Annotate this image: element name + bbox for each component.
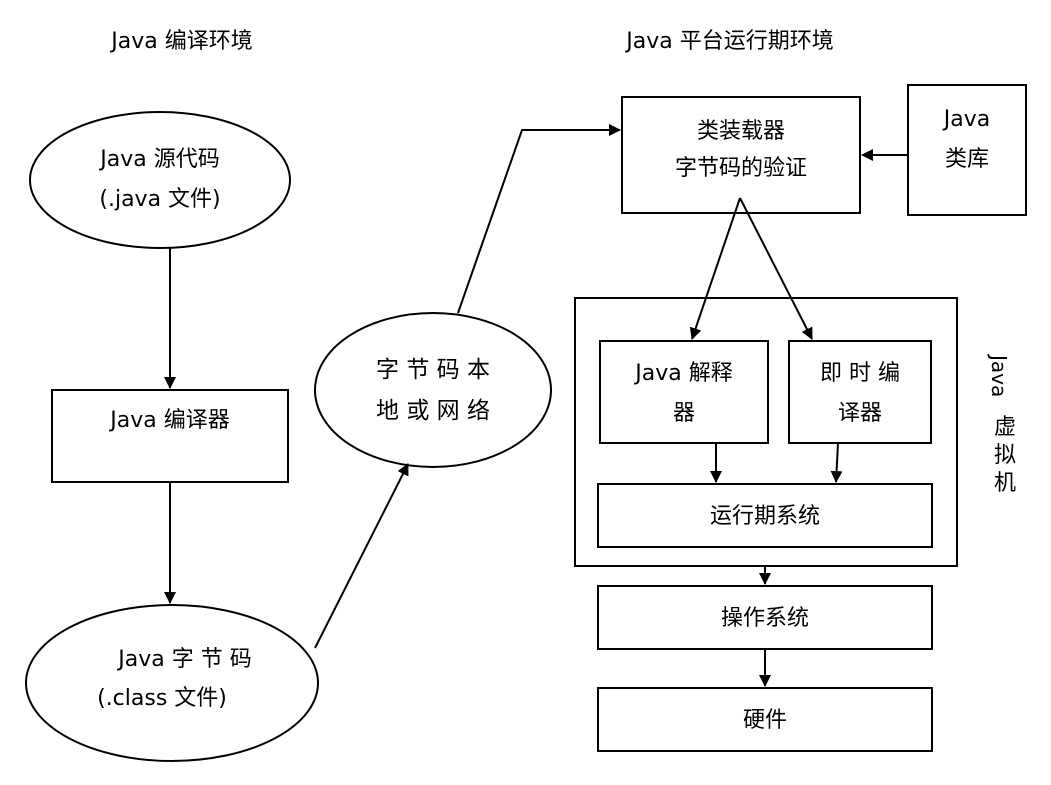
bytecode-verify-label: 字节码的验证 (675, 156, 807, 181)
hardware-box (597, 687, 933, 752)
local-or-network-node: 字 节 码 本 地 或 网 络 (314, 312, 552, 468)
compiler-label: Java 编译器 (108, 408, 229, 433)
class-loader-label: 类装载器 (697, 119, 785, 144)
interpreter-box (599, 340, 769, 444)
jit-node: 即 时 编 译器 (788, 340, 932, 444)
loader-to-jit-arrow (739, 197, 813, 340)
runtime-system-label: 运行期系统 (710, 504, 820, 529)
class-loader-node: 类装载器 字节码的验证 (621, 96, 861, 214)
loader-to-interpreter-arrow (689, 197, 741, 340)
runtime-system-box (597, 483, 933, 548)
jvm-label-char-1: 虚 (994, 415, 1016, 440)
os-box (597, 585, 933, 650)
class-library-node: Java 类库 (907, 84, 1027, 216)
runtime-system-node: 运行期系统 (597, 483, 933, 548)
jvm-label-char-3: 机 (994, 471, 1016, 496)
jvm-label-java: Java (987, 353, 1011, 397)
compiler-node: Java 编译器 (51, 389, 289, 483)
os-node: 操作系统 (597, 585, 933, 650)
jvm-vertical-label: Java 虚 拟 机 (987, 353, 1016, 496)
source-code-filetype: (.java 文件) (99, 187, 220, 212)
class-library-box (907, 84, 1027, 216)
bytecode-label: Java 字 节 码 (116, 647, 251, 672)
local-or-network-line2: 地 或 网 络 (376, 398, 490, 424)
jit-to-runtime-arrow (830, 442, 843, 483)
interpreter-label-cont: 器 (673, 401, 695, 426)
jit-box (788, 340, 932, 444)
bytecode-node: Java 字 节 码 (.class 文件) (25, 604, 319, 762)
class-loader-box (621, 96, 861, 214)
os-label: 操作系统 (721, 606, 809, 631)
source-code-label: Java 源代码 (98, 147, 219, 172)
jit-label: 即 时 编 (820, 361, 900, 386)
local-network-to-loader-arrow (457, 124, 621, 314)
local-or-network-ellipse (314, 312, 552, 468)
compiler-box (51, 389, 289, 483)
source-code-node: Java 源代码 (.java 文件) (29, 111, 291, 249)
bytecode-to-local-network-arrow (314, 463, 409, 649)
local-or-network-line1: 字 节 码 本 (376, 357, 490, 383)
bytecode-ellipse (25, 604, 319, 762)
hardware-label: 硬件 (743, 708, 787, 733)
jvm-label-char-2: 拟 (994, 443, 1016, 468)
source-code-ellipse (29, 111, 291, 249)
bytecode-filetype: (.class 文件) (97, 686, 227, 711)
class-library-java: Java (942, 107, 990, 132)
runtime-env-header: Java 平台运行期环境 (624, 29, 833, 54)
class-library-label: 类库 (945, 147, 989, 172)
jit-label-cont: 译器 (838, 401, 882, 426)
interpreter-node: Java 解释 器 (599, 340, 769, 444)
compile-env-header: Java 编译环境 (109, 29, 252, 54)
interpreter-label: Java 解释 (633, 361, 732, 386)
hardware-node: 硬件 (597, 687, 933, 752)
